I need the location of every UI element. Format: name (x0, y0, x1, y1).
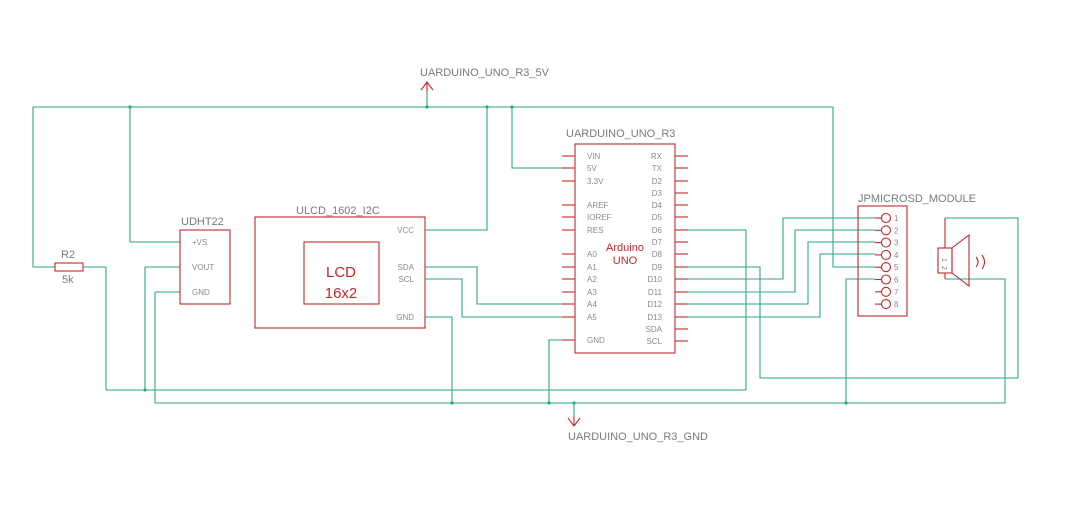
arduino-pin-label: D11 (648, 288, 663, 297)
arduino-pin-label: SCL (646, 337, 662, 346)
sd-pin-pad (880, 212, 892, 224)
sd-pin-pad (880, 249, 892, 260)
arduino-pin-label: TX (652, 164, 663, 173)
speaker-pin-1: 1 (940, 258, 947, 262)
sound-wave-icon (975, 256, 979, 268)
arduino-pin-label: D6 (652, 226, 663, 235)
dht-pin-vout: VOUT (192, 263, 214, 272)
sd-pin-pad (880, 286, 892, 297)
arduino-pin-label: SDA (646, 325, 663, 334)
arduino-pin-label: D9 (652, 263, 663, 272)
vcc-symbol: UARDUINO_UNO_R3_5V (420, 67, 550, 92)
speaker: 1 2 (937, 218, 986, 288)
sd-name: JPMICROSD_MODULE (858, 193, 976, 205)
dht22-sensor: UDHT22 +VS VOUT GND (179, 216, 231, 305)
gnd-symbol: UARDUINO_UNO_R3_GND (567, 416, 708, 443)
lcd-name: ULCD_1602_I2C (296, 205, 380, 217)
resistor-value: 5k (62, 274, 74, 286)
arduino-pin-label: 3.3V (587, 177, 604, 186)
arduino-pin-label: D13 (647, 313, 662, 322)
sd-pin-label: 5 (894, 263, 899, 272)
dht-pin-gnd: GND (192, 288, 210, 297)
arduino-pin-label: A0 (587, 250, 597, 259)
lcd-pin-sda: SDA (398, 263, 415, 272)
sd-pin-pad (880, 225, 892, 236)
arduino-name: UARDUINO_UNO_R3 (566, 128, 675, 140)
arduino-text-2: UNO (613, 255, 638, 267)
arduino-text-1: Arduino (606, 242, 644, 254)
speaker-pin-2: 2 (940, 266, 947, 270)
sd-pin-pad (880, 237, 892, 248)
lcd-pin-vcc: VCC (397, 226, 414, 235)
resistor-name: R2 (61, 249, 75, 261)
arduino-pin-label: D10 (647, 275, 662, 284)
arduino-pin-label: VIN (587, 152, 601, 161)
arduino-pin-label: D7 (652, 238, 663, 247)
arduino-pin-label: A4 (587, 300, 597, 309)
microsd-module: JPMICROSD_MODULE 1 2 3 4 5 6 7 8 (857, 193, 976, 317)
arduino-pin-label: GND (587, 336, 605, 345)
arduino-pin-label: D2 (652, 177, 663, 186)
sd-pin-label: 4 (894, 251, 899, 260)
arduino-pin-label: D4 (652, 201, 663, 210)
sd-pin-label: 7 (894, 288, 899, 297)
sd-pin-pad (880, 299, 892, 310)
wires (32, 92, 1019, 416)
sd-pin-label: 2 (894, 226, 899, 235)
lcd-text-1: LCD (326, 264, 356, 281)
dht-name: UDHT22 (181, 216, 224, 228)
lcd-pin-scl: SCL (398, 275, 414, 284)
sd-pin-label: 1 (894, 214, 899, 223)
arduino-uno: UARDUINO_UNO_R3 Arduino UNO VIN 5V 3.3V ARE… (562, 128, 688, 354)
arduino-pin-label: A5 (587, 313, 597, 322)
sd-pin-label: 8 (894, 300, 899, 309)
lcd-module: ULCD_1602_I2C LCD 16x2 VCC SDA SCL GND (254, 205, 426, 329)
gnd-net-label: UARDUINO_UNO_R3_GND (568, 431, 708, 443)
arduino-pin-label: RX (651, 152, 663, 161)
dht-pin-vs: +VS (192, 238, 207, 247)
arduino-pin-label: 5V (587, 164, 597, 173)
arduino-pin-label: IOREF (587, 213, 612, 222)
arduino-pin-label: A1 (587, 263, 597, 272)
sd-pin-pad (880, 274, 892, 285)
lcd-text-2: 16x2 (325, 285, 358, 302)
sd-pin-label: 6 (894, 276, 899, 285)
arduino-pin-label: AREF (587, 201, 608, 210)
arduino-pin-label: D8 (652, 250, 663, 259)
lcd-pin-gnd: GND (396, 313, 414, 322)
sd-pin-pad (880, 262, 892, 273)
arduino-pin-label: A3 (587, 288, 597, 297)
arduino-pin-label: D3 (652, 189, 663, 198)
vcc-net-label: UARDUINO_UNO_R3_5V (420, 67, 550, 79)
sd-pin-label: 3 (894, 239, 899, 248)
sd-pins: 1 2 3 4 5 6 7 8 (875, 212, 899, 310)
arduino-pin-label: D5 (652, 213, 663, 222)
resistor-r2: R2 5k (54, 249, 84, 286)
arduino-pin-label: D12 (647, 300, 662, 309)
arduino-pin-label: RES (587, 226, 603, 235)
arduino-pin-label: A2 (587, 275, 597, 284)
